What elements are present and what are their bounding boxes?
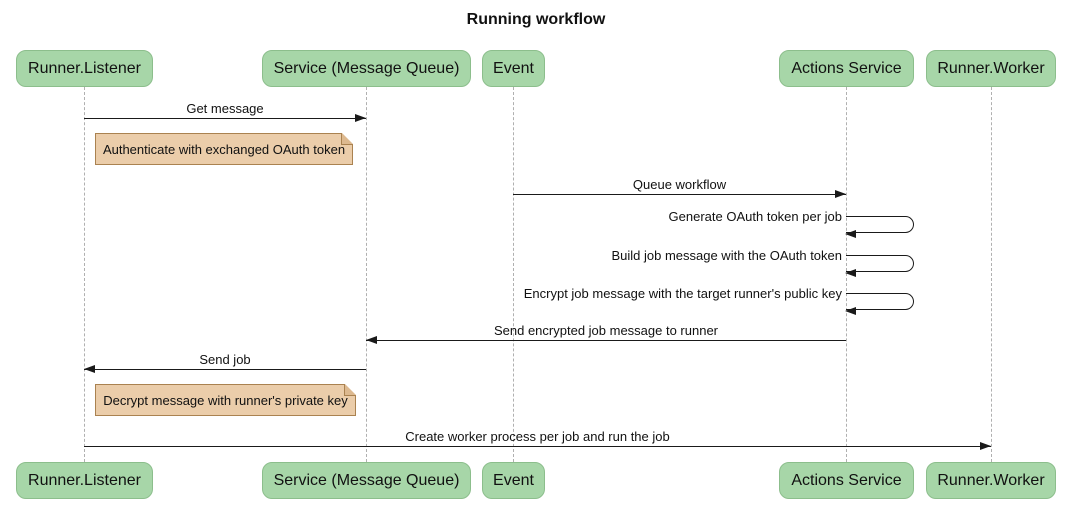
actor-top-service-message-queue: Service (Message Queue) <box>262 50 471 87</box>
note-text: Decrypt message with runner's private ke… <box>103 392 348 408</box>
lifeline-event <box>513 87 514 462</box>
note-authenticate-oauth: Authenticate with exchanged OAuth token <box>95 133 353 165</box>
message-line <box>84 364 366 373</box>
message-send-encrypted-job: Send encrypted job message to runner <box>366 323 846 344</box>
arrowhead-left-icon <box>845 229 856 238</box>
message-label: Queue workflow <box>632 177 727 192</box>
self-message-label-generate-oauth: Generate OAuth token per job <box>668 209 842 224</box>
self-message-loop <box>845 216 914 238</box>
actor-top-runner-worker: Runner.Worker <box>926 50 1056 87</box>
message-get-message: Get message <box>84 101 366 122</box>
arrowhead-right-icon <box>835 189 846 198</box>
message-queue-workflow: Queue workflow <box>513 177 846 198</box>
note-text: Authenticate with exchanged OAuth token <box>102 141 346 157</box>
self-message-label-encrypt-job-message: Encrypt job message with the target runn… <box>523 286 842 301</box>
self-message-loop <box>845 293 914 315</box>
message-line <box>84 113 366 122</box>
message-line <box>84 441 991 450</box>
note-decrypt-message: Decrypt message with runner's private ke… <box>95 384 356 416</box>
actor-top-runner-listener: Runner.Listener <box>16 50 153 87</box>
actor-top-actions-service: Actions Service <box>779 50 914 87</box>
diagram-title: Running workflow <box>466 11 606 28</box>
actor-bottom-service-message-queue: Service (Message Queue) <box>262 462 471 499</box>
message-label: Create worker process per job and run th… <box>405 429 670 444</box>
arrowhead-right-icon <box>980 441 991 450</box>
actor-bottom-runner-worker: Runner.Worker <box>926 462 1056 499</box>
message-line <box>366 335 846 344</box>
arrowhead-left-icon <box>845 268 856 277</box>
actor-top-event: Event <box>482 50 545 87</box>
lifeline-runner-worker <box>991 87 992 462</box>
lifeline-runner-listener <box>84 87 85 462</box>
arrowhead-left-icon <box>366 335 377 344</box>
arrowhead-left-icon <box>845 306 856 315</box>
message-label: Get message <box>186 101 264 116</box>
actor-bottom-runner-listener: Runner.Listener <box>16 462 153 499</box>
lifeline-service-message-queue <box>366 87 367 462</box>
message-label: Send encrypted job message to runner <box>493 323 719 338</box>
arrowhead-right-icon <box>355 113 366 122</box>
self-message-loop <box>845 255 914 277</box>
self-message-label-build-job-message: Build job message with the OAuth token <box>611 248 842 263</box>
message-label: Send job <box>199 352 251 367</box>
actor-bottom-event: Event <box>482 462 545 499</box>
message-send-job: Send job <box>84 352 366 373</box>
message-line <box>513 189 846 198</box>
actor-bottom-actions-service: Actions Service <box>779 462 914 499</box>
message-create-worker-process: Create worker process per job and run th… <box>84 429 991 450</box>
arrowhead-left-icon <box>84 364 95 373</box>
